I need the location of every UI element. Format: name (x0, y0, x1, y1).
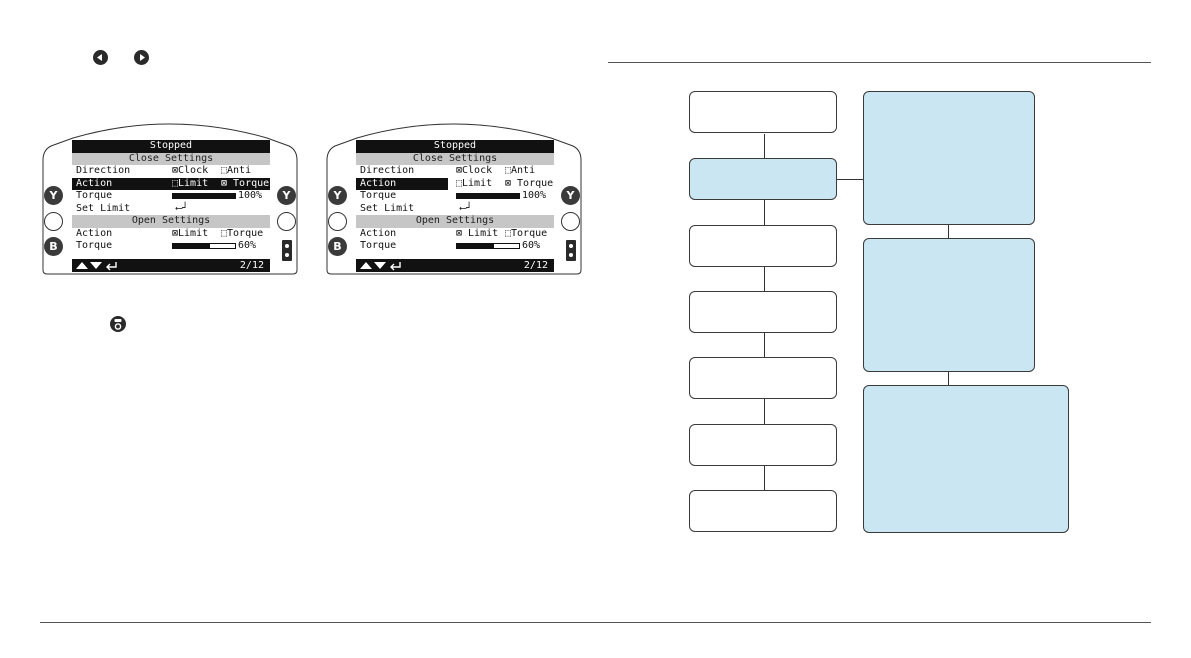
footer-rule (40, 622, 1151, 623)
section-open-settings: Open Settings (72, 215, 270, 228)
scroll-key-icon[interactable] (282, 240, 292, 261)
flow-branch-connector (837, 179, 863, 180)
arrow-right-circle-icon (134, 50, 149, 65)
button-blank-left[interactable] (44, 212, 63, 231)
lcd-display: Stopped Close Settings Direction ⊠Clock … (72, 140, 270, 272)
button-y-left[interactable]: Y (44, 186, 63, 205)
flow-step-6 (689, 424, 837, 466)
enter-arrow-icon: ⟵┘ (460, 202, 473, 214)
button-b-left[interactable]: B (328, 237, 347, 256)
status-header: Stopped (356, 140, 554, 153)
button-b-left[interactable]: B (44, 237, 63, 256)
arrow-left-circle-icon (93, 50, 108, 65)
menu-row-set-limit[interactable]: Set Limit ⟵┘ (76, 202, 189, 214)
lcd-footer: 2/12 (72, 259, 270, 272)
lcd-footer: 2/12 (356, 259, 554, 272)
header-rule (608, 62, 1151, 63)
lcd-display: Stopped Close Settings Direction ⊠Clock … (356, 140, 554, 272)
flow-step-7 (689, 490, 837, 532)
button-blank-right[interactable] (561, 212, 580, 231)
button-y-left[interactable]: Y (328, 186, 347, 205)
menu-row-open-torque[interactable]: Torque 60% (76, 240, 257, 251)
menu-row-open-action[interactable]: Action ⊠Limit ⬚Torque (76, 227, 264, 239)
flow-step-5 (689, 357, 837, 399)
menu-row-torque[interactable]: Torque 100% (76, 190, 263, 201)
button-y-right[interactable]: Y (277, 186, 296, 205)
actuator-screen-1: Stopped Close Settings Direction ⊠Clock … (39, 120, 301, 280)
open-torque-bar (456, 243, 520, 249)
menu-row-open-action[interactable]: Action ⊠ Limit ⬚Torque (360, 227, 548, 239)
section-close-settings: Close Settings (72, 152, 270, 165)
status-header: Stopped (72, 140, 270, 153)
panel-connector-1 (948, 225, 949, 238)
panel-connector-2 (948, 372, 949, 385)
menu-row-action-selected[interactable]: Action ⬚Limit ⊠ Torque (356, 177, 554, 190)
scroll-key-icon[interactable] (566, 240, 576, 261)
info-panel-2 (863, 238, 1035, 372)
flow-step-4 (689, 291, 837, 333)
flow-step-3 (689, 225, 837, 267)
menu-row-direction[interactable]: Direction ⊠Clock ⬚Anti (360, 165, 536, 176)
menu-row-torque[interactable]: Torque 100% (360, 190, 547, 201)
button-blank-left[interactable] (328, 212, 347, 231)
menu-row-direction[interactable]: Direction ⊠Clock ⬚Anti (76, 165, 252, 176)
enter-arrow-icon: ⟵┘ (176, 202, 189, 214)
nav-arrows-icon (76, 262, 117, 271)
nav-arrows-icon (360, 262, 401, 271)
menu-row-set-limit[interactable]: Set Limit ⟵┘ (360, 202, 473, 214)
open-torque-bar (172, 243, 236, 249)
menu-row-open-torque[interactable]: Torque 60% (360, 240, 541, 251)
menu-row-action-selected[interactable]: Action ⬚Limit ⊠ Torque (72, 177, 270, 190)
action-label-highlight (356, 177, 448, 190)
actuator-screen-2: Stopped Close Settings Direction ⊠Clock … (323, 120, 585, 280)
info-panel-3 (863, 385, 1069, 533)
info-panel-1 (863, 91, 1035, 225)
section-close-settings: Close Settings (356, 152, 554, 165)
flow-step-2-highlighted (689, 158, 837, 200)
button-blank-right[interactable] (277, 212, 296, 231)
section-open-settings: Open Settings (356, 215, 554, 228)
flow-step-1 (689, 91, 837, 133)
torque-bar (456, 193, 520, 199)
key-circle-icon (110, 316, 126, 332)
button-y-right[interactable]: Y (561, 186, 580, 205)
torque-bar (172, 193, 236, 199)
